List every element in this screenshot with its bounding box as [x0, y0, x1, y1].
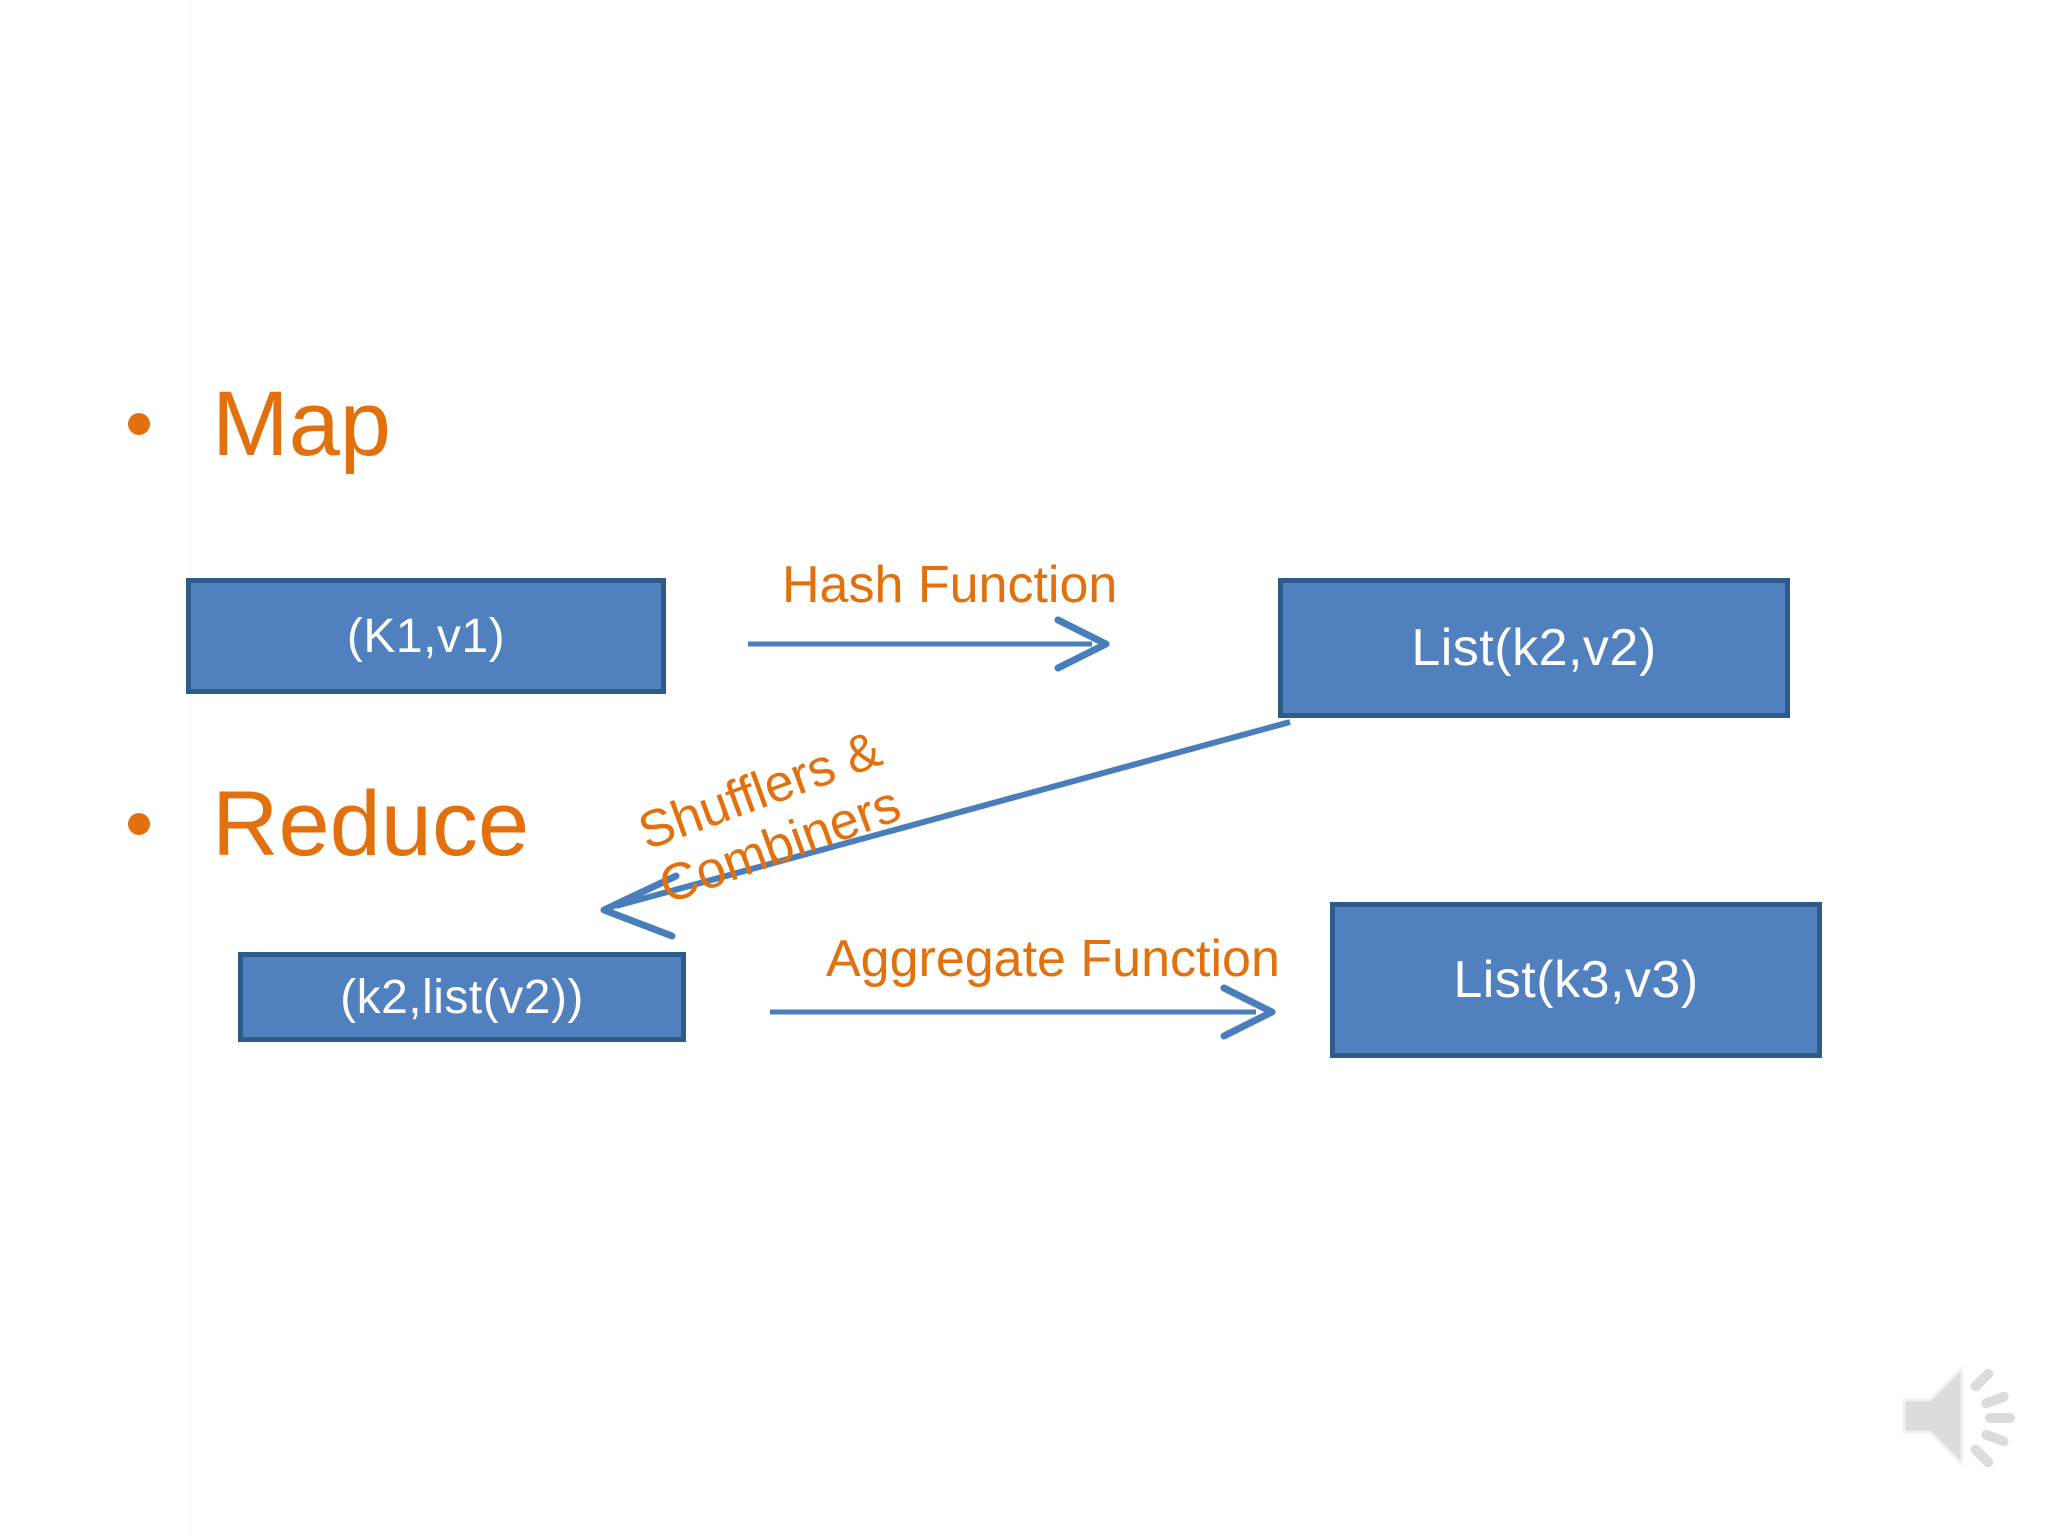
speaker-audio-icon[interactable]: [1900, 1352, 2028, 1480]
arrow-label-aggregate-function: Aggregate Function: [826, 930, 1280, 988]
bullet-dot-icon: [128, 413, 150, 435]
bullet-label-map: Map: [212, 373, 391, 475]
process-box-label: (k2,list(v2)): [340, 970, 584, 1024]
process-box-label: List(k3,v3): [1453, 951, 1699, 1009]
process-box-k1v1: (K1,v1): [186, 578, 666, 694]
bullet-dot-icon: [128, 813, 150, 835]
bullet-label-reduce: Reduce: [212, 773, 530, 875]
hash-function-arrow: [748, 616, 1110, 672]
arrow-label-shufflers-combiners: Shufflers & Combiners: [631, 720, 909, 916]
aggregate-function-arrow: [770, 984, 1276, 1040]
process-box-label: (K1,v1): [346, 609, 506, 663]
bullet-item-reduce: Reduce: [128, 778, 529, 870]
process-box-label: List(k2,v2): [1411, 619, 1657, 677]
process-box-list-k3v3: List(k3,v3): [1330, 902, 1822, 1058]
speaker-body-shape: [1902, 1366, 1964, 1466]
bullet-item-map: Map: [128, 378, 391, 470]
arrow-label-hash-function: Hash Function: [782, 556, 1118, 614]
speaker-wave-dashes: [1970, 1368, 2015, 1468]
content-placeholder-edge: [190, 0, 191, 1536]
process-box-k2-list-v2: (k2,list(v2)): [238, 952, 686, 1042]
process-box-list-k2v2: List(k2,v2): [1278, 578, 1790, 718]
